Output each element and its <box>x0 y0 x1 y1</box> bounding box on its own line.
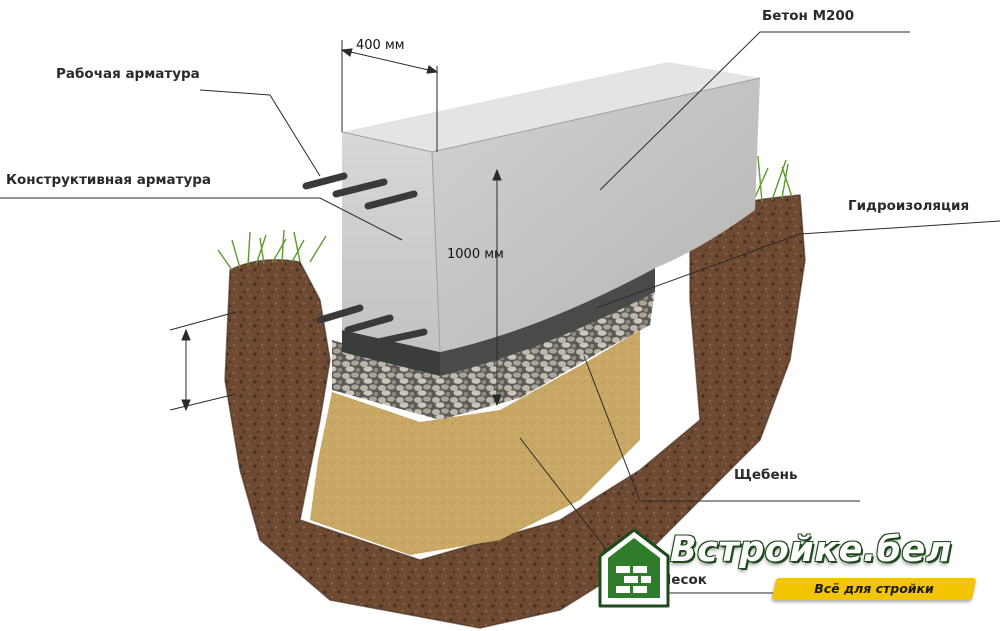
concrete-top <box>342 62 760 152</box>
brand-slogan: Всё для стройки <box>814 581 934 596</box>
house-brick-icon <box>598 528 670 608</box>
label-concrete: Бетон М200 <box>762 8 855 24</box>
brand-logo: Встройке.бел Всё для стройки <box>596 526 996 626</box>
concrete-side <box>432 78 760 352</box>
dimension-lines <box>169 40 502 412</box>
sand-layer <box>310 330 640 555</box>
waterproofing-layer <box>342 330 440 376</box>
brand-name: Встройке.бел <box>670 530 952 570</box>
label-working-rebar: Рабочая арматура <box>56 66 200 82</box>
dimension-width: 400 мм <box>356 38 405 53</box>
label-gravel: Щебень <box>734 467 798 483</box>
brand-slogan-badge: Всё для стройки <box>771 578 977 600</box>
label-waterproofing: Гидроизоляция <box>848 198 970 214</box>
label-structural-rebar: Конструктивная арматура <box>6 172 212 188</box>
gravel-layer <box>332 290 655 420</box>
soil <box>225 195 805 628</box>
rebar-ends <box>302 172 428 346</box>
label-sand: Песок <box>660 572 707 588</box>
leader-lines <box>0 31 1000 594</box>
dimension-height: 1000 мм <box>447 247 504 262</box>
